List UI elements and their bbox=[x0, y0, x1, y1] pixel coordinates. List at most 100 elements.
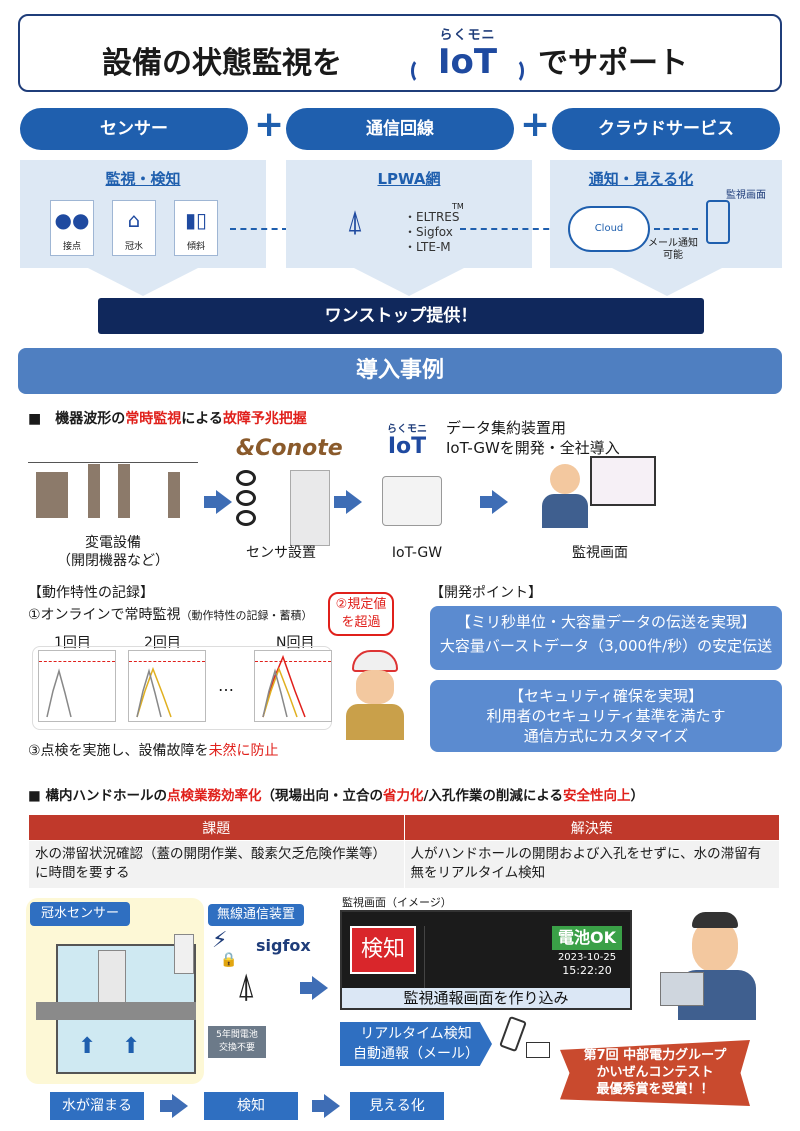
record-heading: 【動作特性の記録】 bbox=[28, 585, 154, 601]
realtime-notify-arrow: リアルタイム検知 自動通報（メール） bbox=[340, 1022, 492, 1066]
flow-caption-sensor: センサ設置 bbox=[246, 545, 316, 561]
screen-label: 監視画面 bbox=[726, 190, 766, 201]
handhole-illustration: ⬆ ⬆ bbox=[26, 898, 204, 1084]
threshold-line bbox=[39, 661, 115, 662]
cloud-panel-title: 通知・見える化 bbox=[588, 170, 694, 188]
plus-sign: + bbox=[254, 104, 285, 145]
worker-face-icon bbox=[356, 670, 394, 704]
businessman-illustration bbox=[658, 912, 778, 1022]
signal-wave-right-icon bbox=[506, 58, 524, 84]
flow-arrow-icon bbox=[204, 490, 232, 514]
flow-caption-line1: 変電設備 bbox=[85, 535, 141, 551]
flow-step-visualize: 見える化 bbox=[350, 1092, 444, 1120]
flow-arrow-icon bbox=[334, 490, 362, 514]
check-text: ③点検を実施し、設備故障を bbox=[28, 743, 209, 759]
flood-sensor-tag: 冠水センサー bbox=[30, 902, 130, 926]
award-line1: 第7回 中部電力グループ bbox=[583, 1048, 727, 1063]
title-box: 設備の状態監視を らくモニ IoT でサポート bbox=[18, 14, 782, 92]
flow-arrow-stem bbox=[160, 1100, 172, 1112]
case1-heading-highlight: 故障予兆把握 bbox=[222, 411, 307, 427]
flow-arrow-stem bbox=[480, 496, 492, 508]
case1-heading-highlight: 常時監視 bbox=[125, 411, 182, 427]
dev-heading: 【開発ポイント】 bbox=[430, 585, 542, 601]
network-list: ・ELTRES ・Sigfox ・LTE-M bbox=[404, 210, 459, 255]
dev-point-2-line2: 利用者のセキュリティ基準を満たす bbox=[486, 707, 726, 725]
detect-alert: 検知 bbox=[350, 926, 416, 974]
mail-notify-label: メール通知 可能 bbox=[648, 238, 698, 261]
table-cell-solution: 人がハンドホールの開閉および入孔をせずに、水の滞留有無をリアルタイム検知 bbox=[403, 840, 780, 889]
person-face-icon bbox=[692, 920, 738, 972]
substation-equipment-image bbox=[28, 458, 198, 522]
person-hair-icon bbox=[692, 912, 738, 928]
table-cell-issue: 水の滞留状況確認（蓋の開閉作業、酸素欠乏危険作業等）に時間を要する bbox=[28, 840, 405, 889]
network-item-sigfox: ・Sigfox bbox=[404, 225, 453, 239]
dev-point-2-line3: 通信方式にカスタマイズ bbox=[523, 727, 689, 745]
wireless-device-image bbox=[174, 934, 194, 974]
logger-device-image bbox=[290, 470, 330, 546]
cloud-label: Cloud bbox=[594, 223, 624, 234]
flow-arrow-icon bbox=[312, 1094, 340, 1118]
flow-arrow-stem bbox=[204, 496, 216, 508]
service-pill-sensor: センサー bbox=[20, 108, 248, 150]
mail-icon bbox=[526, 1042, 550, 1058]
threshold-line bbox=[129, 661, 205, 662]
chart-label-1: 1回目 bbox=[54, 635, 91, 651]
plus-sign: + bbox=[520, 104, 551, 145]
down-arrow bbox=[612, 268, 722, 296]
insulator-icon bbox=[118, 464, 130, 518]
flow-step-detect: 検知 bbox=[204, 1092, 298, 1120]
case2-heading-highlight: 安全性向上 bbox=[563, 788, 631, 804]
case2-heading-text: /入孔作業の削減による bbox=[423, 788, 563, 804]
flow-caption-substation: 変電設備 （開閉機器など） bbox=[28, 534, 198, 570]
threshold-line bbox=[255, 661, 331, 662]
tilt-sensor-card: ▮▯ 傾斜 bbox=[174, 200, 218, 256]
monitor-caption: 監視画面（イメージ） bbox=[342, 896, 452, 909]
down-arrow bbox=[354, 268, 464, 296]
network-item-ltem: ・LTE-M bbox=[404, 240, 451, 254]
onestop-banner: ワンストップ提供！ bbox=[98, 298, 704, 334]
antenna-tower-icon: ⍋ bbox=[346, 204, 364, 239]
chart-label-2: 2回目 bbox=[144, 635, 181, 651]
contact-icon: ●● bbox=[54, 208, 90, 232]
service-pill-cloud: クラウドサービス bbox=[552, 108, 780, 150]
monitor-time: 15:22:20 bbox=[562, 964, 612, 977]
award-badge: 第7回 中部電力グループ かいぜんコンテスト 最優秀賞を受賞！！ bbox=[560, 1040, 750, 1106]
wireless-device-tag: 無線通信装置 bbox=[208, 904, 304, 926]
dev-point-2-line1: 【セキュリティ確保を実現】 bbox=[508, 687, 704, 705]
chart-label-n: N回目 bbox=[276, 635, 315, 651]
flow-arrow-stem bbox=[300, 982, 312, 994]
smartphone-icon bbox=[499, 1015, 527, 1053]
dashed-link bbox=[460, 228, 570, 230]
case2-heading-text: （現場出向・立合の bbox=[261, 788, 383, 804]
antenna-tower-icon: ⍋ bbox=[236, 966, 257, 1006]
signal-wave-left-icon bbox=[411, 58, 429, 84]
case1-heading-text: ■ 機器波形の bbox=[28, 411, 126, 427]
table-row: 水の滞留状況確認（蓋の開閉作業、酸素欠乏危険作業等）に時間を要する 人がハンドホ… bbox=[28, 840, 780, 889]
transformer-icon bbox=[36, 472, 68, 518]
flow-step-water: 水が溜まる bbox=[50, 1092, 144, 1120]
iot-note-line1: データ集約装置用 bbox=[446, 419, 567, 437]
case2-heading-text: ■ 構内ハンドホールの bbox=[28, 788, 167, 804]
monitor-banner: 監視通報画面を作り込み bbox=[342, 988, 630, 1008]
lock-icon: 🔒 bbox=[220, 952, 238, 968]
monitor-screen-image: 検知 電池OK 2023-10-25 15:22:20 監視通報画面を作り込み bbox=[340, 910, 632, 1010]
flow-arrow-stem bbox=[334, 496, 346, 508]
water-rise-arrow-icon: ⬆ bbox=[122, 1034, 141, 1059]
dev-point-1-line1: 【ミリ秒単位・大容量データの伝送を実現】 bbox=[455, 613, 756, 631]
waveform-chart-2 bbox=[128, 650, 206, 722]
issue-solution-table: 課題 解決策 水の滞留状況確認（蓋の開閉作業、酸素欠乏危険作業等）に時間を要する… bbox=[28, 814, 780, 889]
rakumoni-iot-logo: らくモニ IoT bbox=[405, 24, 530, 94]
operator-icon bbox=[550, 464, 580, 494]
water-rise-arrow-icon: ⬆ bbox=[78, 1034, 97, 1059]
conote-logo: &Conote bbox=[236, 436, 343, 461]
operator-monitor-image bbox=[540, 450, 660, 530]
monitor-data-list bbox=[424, 926, 544, 988]
waveform-plot bbox=[262, 654, 306, 718]
case1-heading-text: による bbox=[181, 411, 223, 427]
waveform-plot bbox=[136, 666, 172, 718]
exceed-callout: ②規定値 を超過 bbox=[328, 592, 394, 636]
smartphone-icon bbox=[706, 200, 730, 244]
battery-note: 5年間電池 交換不要 bbox=[208, 1026, 266, 1058]
check-line: ③点検を実施し、設備故障を未然に防止 bbox=[28, 740, 279, 760]
case2-heading-highlight: 点検業務効率化 bbox=[166, 788, 262, 804]
